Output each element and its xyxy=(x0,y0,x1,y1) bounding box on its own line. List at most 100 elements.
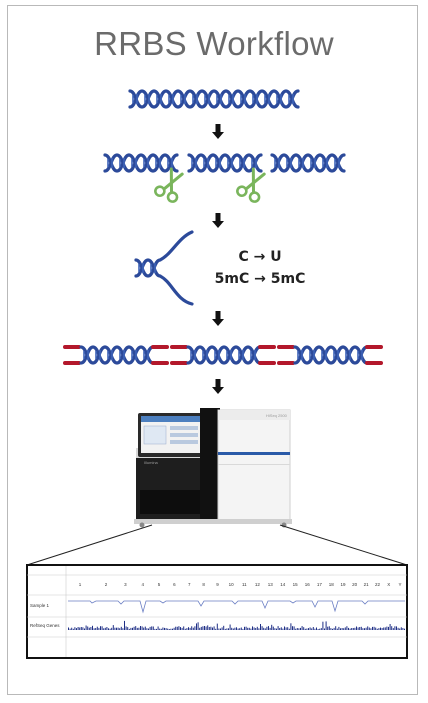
chromosome-label: 1 xyxy=(79,582,82,587)
refseq-density-bar xyxy=(210,626,212,630)
refseq-density-bar xyxy=(296,628,298,630)
sample-track-signal xyxy=(68,600,405,614)
refseq-density-bar xyxy=(188,627,189,630)
refseq-density-bar xyxy=(236,627,237,630)
refseq-density-bar xyxy=(87,626,89,630)
refseq-density-bar xyxy=(332,628,333,630)
refseq-density-bar xyxy=(168,629,170,630)
refseq-density-bar xyxy=(348,627,349,630)
refseq-density-bar xyxy=(127,627,129,630)
refseq-density-bar xyxy=(93,628,95,630)
refseq-density-bar xyxy=(293,626,295,630)
refseq-density-bar xyxy=(197,622,199,630)
refseq-density-bar xyxy=(116,627,117,630)
refseq-density-bar xyxy=(287,627,289,630)
chromosome-label: 4 xyxy=(141,582,144,587)
refseq-density-bar xyxy=(229,624,231,630)
refseq-density-bar xyxy=(399,628,401,630)
refseq-density-bar xyxy=(189,627,191,630)
refseq-density-bar xyxy=(244,626,245,630)
refseq-density-bar xyxy=(170,628,172,630)
refseq-density-bar xyxy=(367,626,369,630)
reaction-c-to-u: C → U xyxy=(238,249,282,265)
refseq-density-bar xyxy=(392,628,394,630)
chromosome-label: X xyxy=(387,582,390,587)
chromosome-label: 22 xyxy=(375,582,381,587)
refseq-density-bar xyxy=(272,626,274,630)
refseq-density-bar xyxy=(90,627,92,630)
down-arrow-icon xyxy=(212,311,224,326)
refseq-density-bar xyxy=(135,626,137,630)
dna-fragment xyxy=(103,153,179,173)
refseq-density-bar xyxy=(101,626,103,630)
refseq-density-bar xyxy=(340,628,341,630)
refseq-density-bar xyxy=(172,628,173,630)
refseq-density-bar xyxy=(71,627,73,630)
refseq-density-bar xyxy=(125,626,127,630)
refseq-density-bar xyxy=(306,628,308,630)
refseq-density-bar xyxy=(82,627,84,630)
zoom-line-right xyxy=(279,524,408,566)
chromosome-label: Y xyxy=(398,582,401,587)
chromosome-label: 20 xyxy=(352,582,358,587)
refseq-density-bar xyxy=(372,626,373,630)
refseq-density-bar xyxy=(237,628,239,630)
refseq-density-bar xyxy=(269,627,271,630)
refseq-density-bar xyxy=(400,627,402,630)
refseq-density-bar xyxy=(221,627,223,630)
refseq-density-bar xyxy=(122,628,124,630)
refseq-density-bar xyxy=(130,627,132,630)
refseq-density-bar xyxy=(138,627,140,630)
refseq-density-bar xyxy=(274,628,276,630)
refseq-density-bar xyxy=(207,625,209,630)
refseq-density-bar xyxy=(336,628,338,630)
refseq-density-bar xyxy=(114,627,116,630)
refseq-density-bar xyxy=(80,627,82,630)
refseq-density-bar xyxy=(284,626,285,630)
refseq-density-bar xyxy=(186,628,188,630)
refseq-density-bar xyxy=(261,626,263,630)
refseq-density-bar xyxy=(152,626,154,630)
refseq-density-bar xyxy=(133,626,135,630)
refseq-density-bar xyxy=(240,627,242,630)
refseq-density-bar xyxy=(378,628,380,630)
refseq-density-bar xyxy=(74,627,76,630)
refseq-density-bar xyxy=(258,628,260,630)
refseq-density-bar xyxy=(111,627,113,630)
refseq-density-bar xyxy=(322,621,324,630)
refseq-density-bar xyxy=(176,626,178,630)
refseq-density-bar xyxy=(106,627,108,630)
refseq-density-bar xyxy=(183,626,185,630)
chromosome-label: 11 xyxy=(242,582,247,587)
refseq-density-bar xyxy=(157,626,159,630)
refseq-density-bar xyxy=(328,626,330,630)
refseq-density-bar xyxy=(288,628,290,630)
chromosome-label: 13 xyxy=(268,582,274,587)
refseq-density-bar xyxy=(300,627,301,630)
refseq-density-bar xyxy=(292,626,293,630)
refseq-density-bar xyxy=(330,628,332,630)
refseq-density-bar xyxy=(290,623,292,630)
refseq-density-bar xyxy=(245,626,247,630)
refseq-density-bar xyxy=(324,628,325,630)
refseq-density-bar xyxy=(368,627,370,630)
refseq-density-bar xyxy=(352,628,354,630)
sequencer-model-label: HiSeq 2500 xyxy=(266,413,288,418)
refseq-density-bar xyxy=(309,627,311,630)
refseq-density-bar xyxy=(204,626,205,630)
refseq-density-bar xyxy=(260,624,261,630)
refseq-density-bar xyxy=(308,628,309,630)
refseq-density-bar xyxy=(394,626,396,630)
refseq-density-bar xyxy=(68,627,69,630)
refseq-density-bar xyxy=(253,627,255,630)
refseq-density-bar xyxy=(317,629,319,630)
adapter-ligated-fragment xyxy=(63,345,169,365)
refseq-density-bar xyxy=(228,628,229,630)
refseq-density-bar xyxy=(103,628,105,630)
refseq-density-bar xyxy=(344,627,346,630)
refseq-density-bar xyxy=(349,628,351,630)
refseq-density-bar xyxy=(282,628,284,630)
refseq-density-bar xyxy=(256,626,258,630)
refseq-density-bar xyxy=(124,620,125,630)
refseq-density-bar xyxy=(404,628,405,630)
